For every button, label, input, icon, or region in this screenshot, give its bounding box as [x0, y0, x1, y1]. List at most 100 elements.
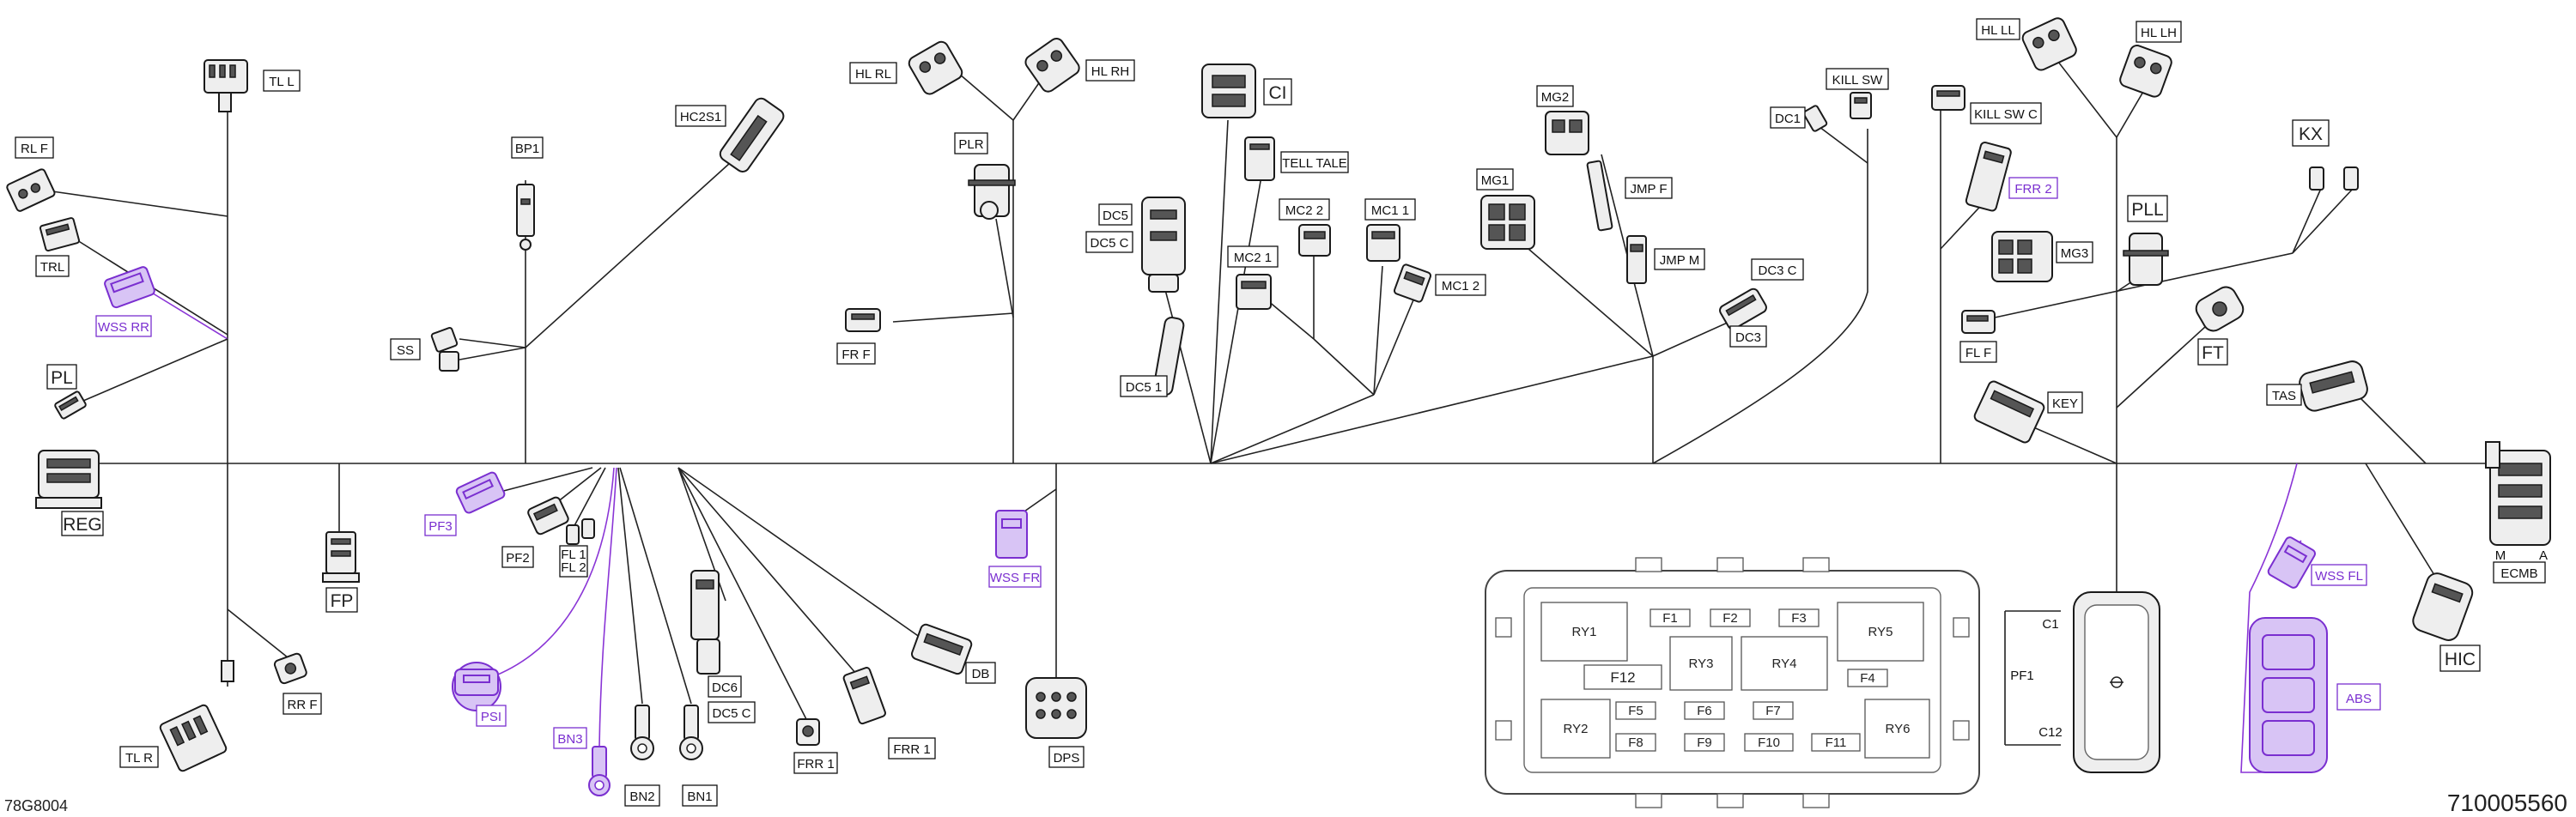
- dps-connector[interactable]: [1025, 677, 1087, 739]
- wss-fr-connector[interactable]: [995, 510, 1028, 559]
- ci-wire: [1210, 119, 1229, 464]
- label-ss: SS: [397, 343, 414, 358]
- fuse-f3-label: F3: [1791, 611, 1807, 626]
- wss-rr-wire: [149, 291, 228, 340]
- tas-connector[interactable]: [2297, 359, 2369, 413]
- mg2-connector[interactable]: [1545, 111, 1589, 155]
- wss-rr-connector[interactable]: [104, 266, 155, 309]
- label-dc5: DC5: [1103, 209, 1128, 223]
- mc2-2-connector[interactable]: [1298, 224, 1331, 257]
- mc2-1-connector[interactable]: [1236, 274, 1272, 310]
- fuse-f2-label: F2: [1722, 611, 1738, 626]
- abs-connector[interactable]: [2249, 617, 2328, 773]
- wss-fl-connector[interactable]: [2267, 536, 2317, 589]
- document-ref-left: 78G8004: [4, 797, 68, 814]
- key-connector[interactable]: [1973, 380, 2046, 445]
- bn1-terminal[interactable]: [679, 705, 703, 760]
- mc1-1-connector[interactable]: [1366, 224, 1400, 262]
- rr-f-connector[interactable]: [273, 652, 308, 685]
- fuse-f9-label: F9: [1697, 735, 1712, 750]
- label-wss-fr: WSS FR: [990, 571, 1040, 585]
- bn2-terminal[interactable]: [630, 705, 654, 760]
- label-bn1: BN1: [687, 790, 712, 804]
- relay-ry3-label: RY3: [1689, 657, 1714, 671]
- frr2-connector[interactable]: [1965, 141, 2012, 212]
- label-fr-f: FR F: [841, 348, 870, 362]
- hl-ll-connector[interactable]: [2020, 16, 2078, 72]
- ss-wire-b: [454, 347, 526, 361]
- bn3-terminal[interactable]: [588, 746, 611, 796]
- fuse-f7: [1753, 701, 1794, 720]
- label-frr2: FRR 2: [2014, 182, 2051, 197]
- label-pl: PL: [51, 368, 73, 388]
- pf1-connector[interactable]: [2073, 591, 2160, 773]
- dc3-connector[interactable]: [1718, 287, 1768, 331]
- mc11-wire: [1373, 265, 1383, 396]
- relay-ry4-label: RY4: [1772, 657, 1797, 671]
- fuse-box: RY1 RY2 RY3 RY4 RY5 RY6 F1 F2 F3 F4 F5 F…: [1485, 557, 1980, 808]
- dc6-connector[interactable]: [690, 570, 720, 675]
- hl-lh-wire: [2116, 85, 2148, 138]
- mg1-connector[interactable]: [1480, 195, 1535, 250]
- harness-connectors: [6, 16, 2551, 796]
- kill-sw-connector[interactable]: [1850, 92, 1872, 119]
- ft-connector[interactable]: [2192, 283, 2246, 335]
- hl-rh-connector[interactable]: [1023, 36, 1081, 94]
- label-rr-f: RR F: [288, 698, 318, 712]
- label-frr1-a: FRR 1: [797, 757, 834, 772]
- reg-connector[interactable]: [35, 450, 102, 509]
- jmp-m-connector[interactable]: [1626, 235, 1647, 284]
- pf3-connector[interactable]: [455, 471, 506, 514]
- tell-tale-wire: [1210, 171, 1263, 464]
- ss-connector[interactable]: [430, 327, 459, 372]
- relay-ry2: [1540, 699, 1611, 759]
- rl-f-connector[interactable]: [6, 168, 56, 212]
- label-dc1: DC1: [1775, 112, 1801, 126]
- label-hic: HIC: [2445, 650, 2476, 669]
- label-tl-l: TL L: [269, 75, 294, 89]
- psi-wire: [489, 467, 615, 679]
- fuse-f8: [1615, 733, 1656, 752]
- db-connector[interactable]: [910, 623, 973, 675]
- kx-connector[interactable]: [2309, 166, 2359, 191]
- tell-tale-connector[interactable]: [1244, 136, 1275, 181]
- relay-ry6: [1864, 699, 1930, 759]
- fl-connector[interactable]: [566, 518, 595, 545]
- hl-lh-connector[interactable]: [2118, 44, 2173, 99]
- dc1-connector[interactable]: [1802, 105, 1828, 132]
- trl-connector[interactable]: [39, 217, 81, 252]
- frr1-a-connector[interactable]: [796, 718, 820, 746]
- mc1-2-connector[interactable]: [1393, 263, 1432, 303]
- pll-connector[interactable]: [2123, 233, 2169, 286]
- bp1-terminal[interactable]: [516, 184, 535, 251]
- dc1-wire: [1815, 124, 1868, 164]
- hc2s1-connector[interactable]: [718, 96, 787, 174]
- kill-sw-c-connector[interactable]: [1931, 85, 1965, 111]
- relay-ry2-label: RY2: [1564, 722, 1589, 736]
- label-hl-rh: HL RH: [1091, 64, 1129, 79]
- tl-l-connector[interactable]: [204, 59, 248, 112]
- plr-connector[interactable]: [968, 164, 1016, 220]
- label-jmp-f: JMP F: [1630, 182, 1667, 197]
- fp-connector[interactable]: [322, 531, 360, 583]
- bn3-wire: [598, 467, 617, 747]
- hl-rl-connector[interactable]: [907, 39, 964, 97]
- label-dc3: DC3: [1735, 330, 1761, 345]
- fl-f-connector[interactable]: [1961, 310, 1996, 334]
- mg3-connector[interactable]: [1991, 231, 2053, 282]
- ci-connector[interactable]: [1201, 64, 1256, 118]
- psi-connector[interactable]: [452, 662, 501, 711]
- pl-connector[interactable]: [54, 390, 87, 420]
- tl-r-connector[interactable]: [159, 704, 228, 772]
- label-mc1-2: MC1 2: [1442, 279, 1479, 294]
- fuse-f7-label: F7: [1765, 704, 1781, 718]
- jmp-f-connector[interactable]: [1586, 160, 1613, 232]
- fr-f-connector[interactable]: [845, 308, 881, 332]
- ecmb-connector[interactable]: [2485, 441, 2551, 546]
- label-reg: REG: [63, 515, 102, 535]
- hic-connector[interactable]: [2410, 571, 2476, 644]
- frr1-b-connector[interactable]: [842, 667, 887, 725]
- pf2-connector[interactable]: [527, 496, 570, 536]
- fuse-f4: [1847, 669, 1888, 687]
- dc5-connector[interactable]: [1141, 197, 1186, 293]
